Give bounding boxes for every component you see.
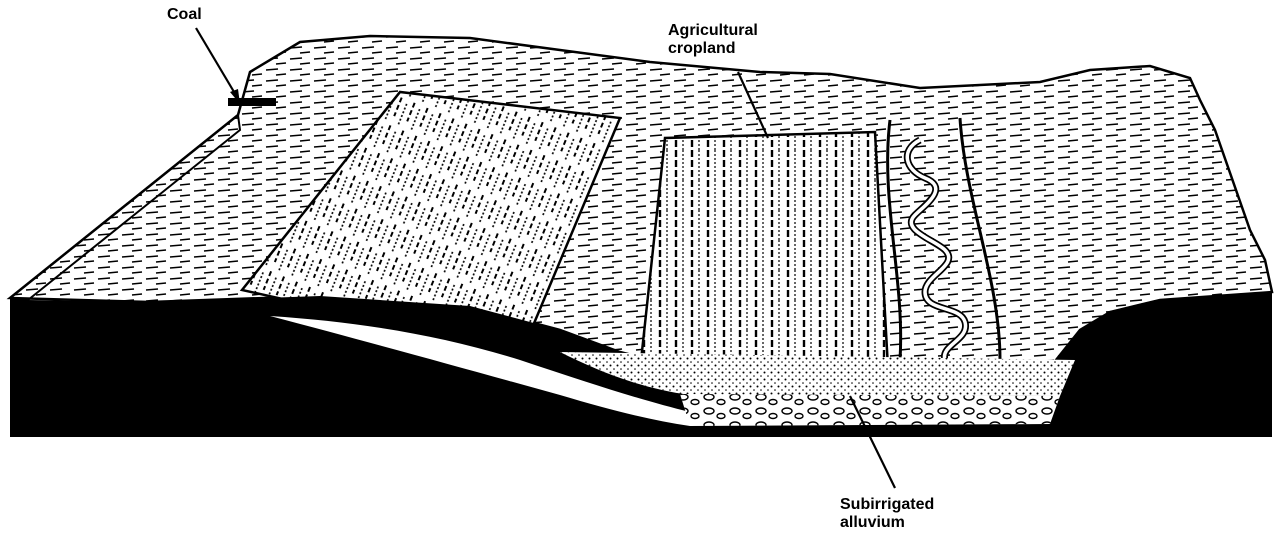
cropland-label-line2: cropland <box>668 40 758 58</box>
coal-seam <box>228 98 276 106</box>
coal-label: Coal <box>167 6 202 24</box>
alluvium-label-line1: Subirrigated <box>840 496 934 514</box>
cropland-label: Agricultural cropland <box>668 22 758 58</box>
cropland-label-line1: Agricultural <box>668 22 758 40</box>
alluvium-label: Subirrigated alluvium <box>840 496 934 532</box>
gravel-pattern <box>680 394 1060 426</box>
alluvium-label-line2: alluvium <box>840 514 934 532</box>
cropland-rows-right <box>640 132 888 370</box>
